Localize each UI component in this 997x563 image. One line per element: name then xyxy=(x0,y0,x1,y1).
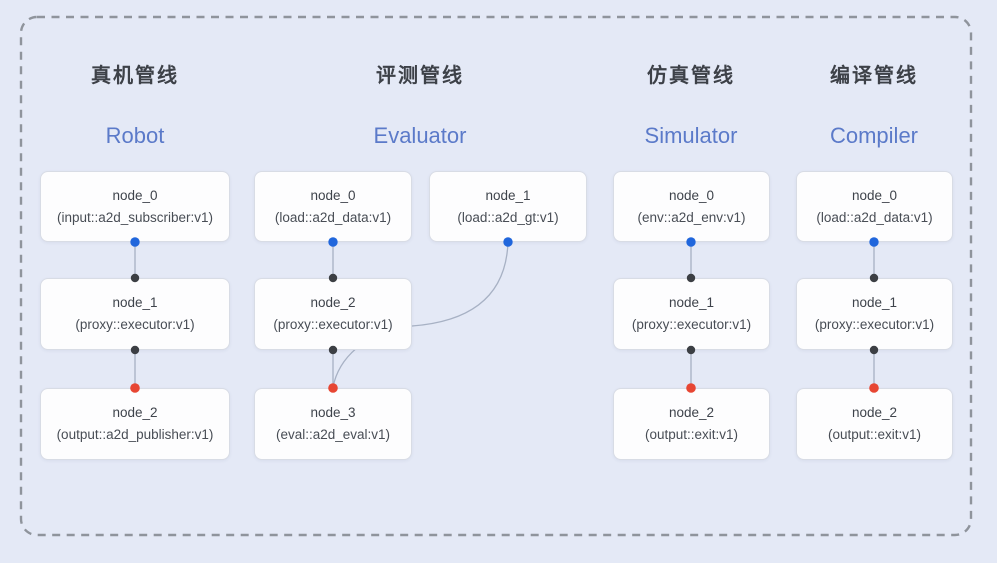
node-title: node_1 xyxy=(112,295,158,310)
node-simulator-1: node_1 (proxy::executor:v1) xyxy=(613,278,770,350)
node-subtitle: (load::a2d_data:v1) xyxy=(274,209,392,225)
node-title: node_2 xyxy=(112,405,158,420)
node-compiler-0: node_0 (load::a2d_data:v1) xyxy=(796,171,953,242)
node-subtitle: (input::a2d_subscriber:v1) xyxy=(56,209,214,225)
node-robot-2: node_2 (output::a2d_publisher:v1) xyxy=(40,388,230,460)
header-en-robot: Robot xyxy=(105,123,165,148)
node-robot-1: node_1 (proxy::executor:v1) xyxy=(40,278,230,350)
node-evaluator-1: node_1 (load::a2d_gt:v1) xyxy=(429,171,587,242)
node-title: node_0 xyxy=(668,187,715,203)
node-title: node_2 xyxy=(851,405,898,420)
node-title: node_1 xyxy=(485,187,531,203)
node-evaluator-3: node_3 (eval::a2d_eval:v1) xyxy=(254,388,412,460)
node-simulator-2: node_2 (output::exit:v1) xyxy=(613,388,770,460)
node-title: node_3 xyxy=(310,405,356,420)
node-robot-0: node_0 (input::a2d_subscriber:v1) xyxy=(40,171,230,242)
node-title: node_1 xyxy=(851,295,898,310)
node-subtitle: (proxy::executor:v1) xyxy=(75,317,195,332)
node-subtitle: (proxy::executor:v1) xyxy=(814,317,935,332)
header-en-compiler: Compiler xyxy=(829,123,919,148)
header-zh-evaluator: 评测管线 xyxy=(376,65,464,87)
node-title: node_1 xyxy=(668,295,715,310)
node-subtitle: (proxy::executor:v1) xyxy=(631,317,752,332)
node-subtitle: (load::a2d_gt:v1) xyxy=(457,209,559,225)
node-subtitle: (proxy::executor:v1) xyxy=(273,317,393,332)
node-title: node_0 xyxy=(112,187,158,203)
node-compiler-2: node_2 (output::exit:v1) xyxy=(796,388,953,460)
node-evaluator-0: node_0 (load::a2d_data:v1) xyxy=(254,171,412,242)
node-subtitle: (output::a2d_publisher:v1) xyxy=(56,427,214,442)
node-subtitle: (eval::a2d_eval:v1) xyxy=(275,427,391,442)
node-simulator-0: node_0 (env::a2d_env:v1) xyxy=(613,171,770,242)
node-subtitle: (output::exit:v1) xyxy=(827,427,922,442)
node-evaluator-2: node_2 (proxy::executor:v1) xyxy=(254,278,412,350)
node-title: node_0 xyxy=(851,187,898,203)
header-en-evaluator: Evaluator xyxy=(373,123,467,148)
node-title: node_2 xyxy=(668,405,715,420)
node-subtitle: (load::a2d_data:v1) xyxy=(816,209,933,225)
header-zh-robot: 真机管线 xyxy=(91,65,179,87)
node-title: node_0 xyxy=(310,187,356,203)
header-zh-compiler: 编译管线 xyxy=(830,65,918,87)
node-compiler-1: node_1 (proxy::executor:v1) xyxy=(796,278,953,350)
node-subtitle: (output::exit:v1) xyxy=(644,427,739,442)
node-subtitle: (env::a2d_env:v1) xyxy=(637,209,746,225)
node-title: node_2 xyxy=(310,295,356,310)
